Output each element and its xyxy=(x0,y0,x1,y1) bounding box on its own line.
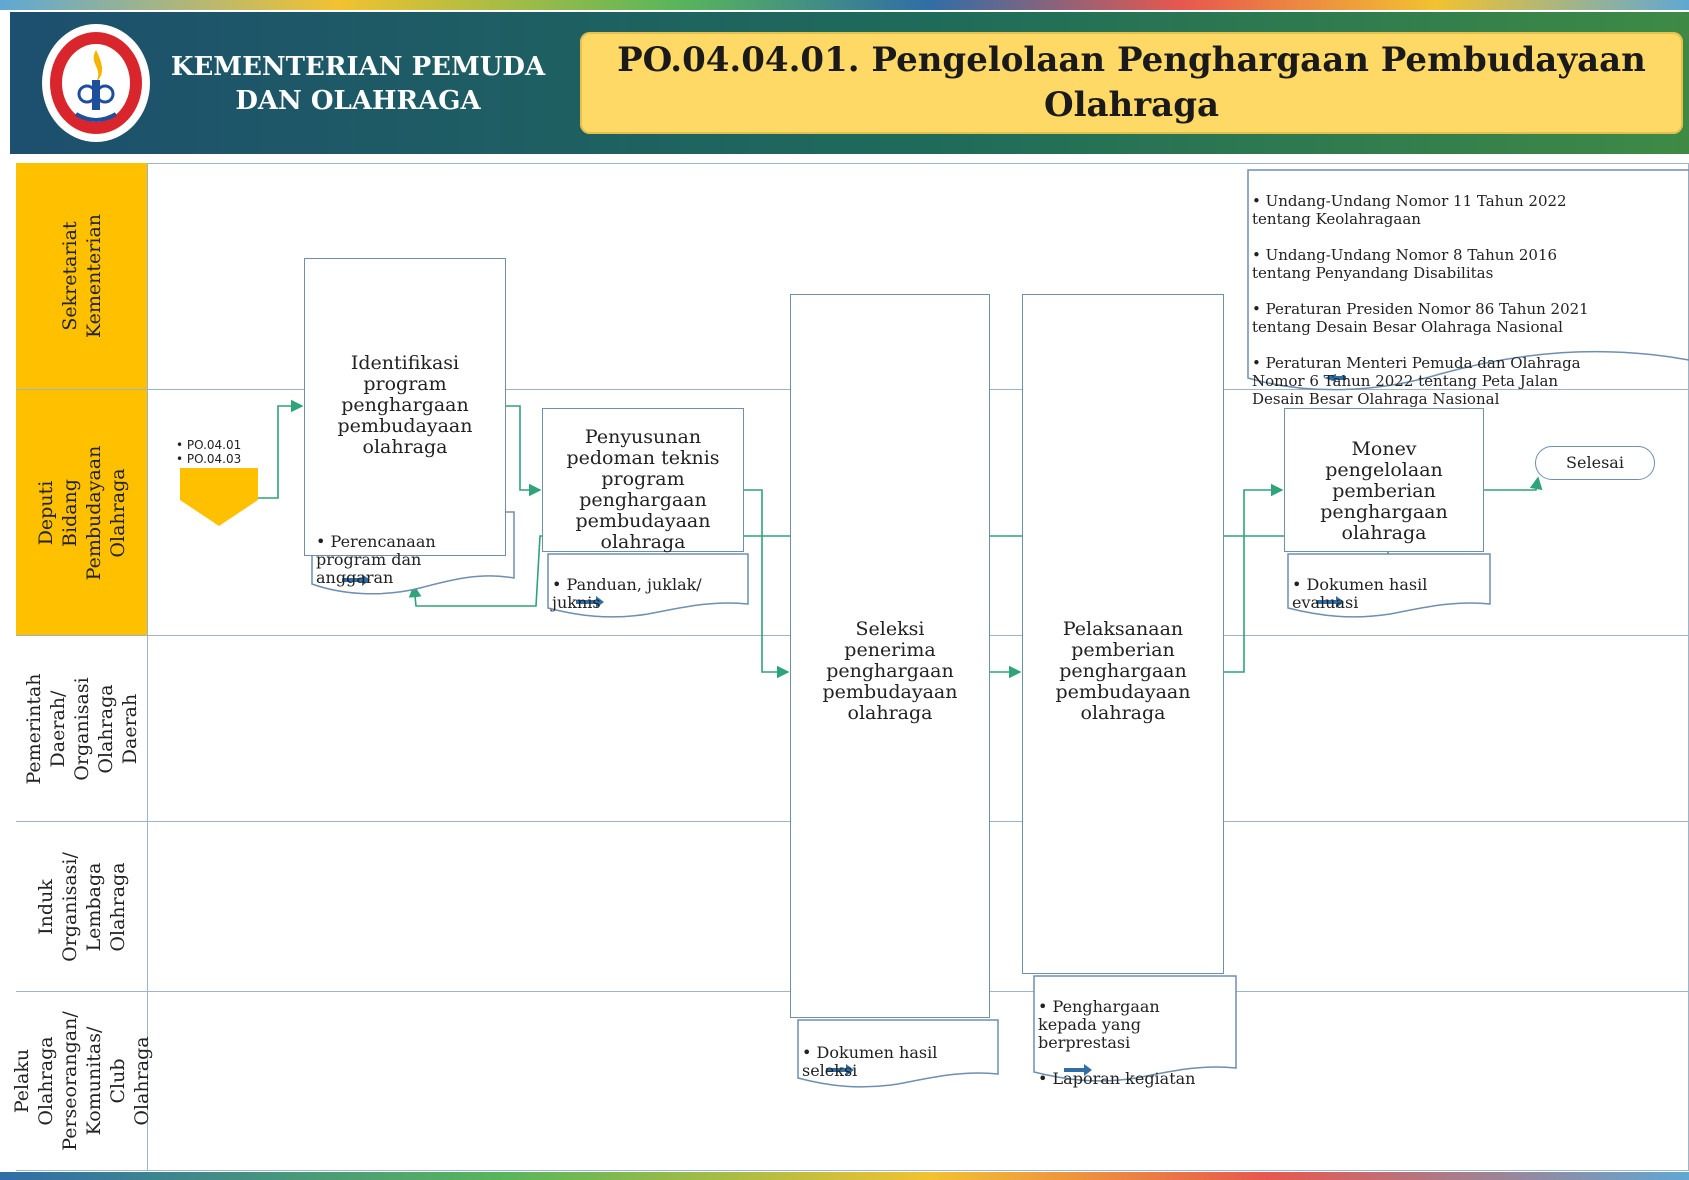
doc-panduan: Panduan, juklak/ juknis xyxy=(552,558,746,630)
lane-label-induk-organisasi: Induk Organisasi/ Lembaga Olahraga xyxy=(16,822,148,992)
lane-label-sekretariat: Sekretariat Kementerian xyxy=(16,163,148,390)
start-ref-item: PO.04.03 xyxy=(176,452,266,466)
process-label: Monev pengelolaan pemberian penghargaan … xyxy=(1320,438,1448,544)
doc-regulasi-item: Peraturan Presiden Nomor 86 Tahun 2021 t… xyxy=(1252,300,1686,336)
doc-regulasi-item: Undang-Undang Nomor 8 Tahun 2016 tentang… xyxy=(1252,246,1686,282)
organization-name: KEMENTERIAN PEMUDA DAN OLAHRAGA xyxy=(170,52,546,116)
doc-item: Laporan kegiatan xyxy=(1038,1070,1234,1088)
kemenpora-logo-icon xyxy=(40,22,152,144)
start-offpage-connector xyxy=(180,468,258,526)
connector-pelaksanaan-to-monev xyxy=(1224,483,1284,673)
connector-penyusunan-to-seleksi xyxy=(744,489,790,679)
top-color-stripe xyxy=(0,0,1689,10)
doc-dokumen-evaluasi: Dokumen hasil evaluasi xyxy=(1292,558,1488,630)
doc-item: Panduan, juklak/ juknis xyxy=(552,576,746,612)
doc-penghargaan: Penghargaan kepada yang berprestasi Lapo… xyxy=(1038,980,1234,1106)
title-box xyxy=(580,32,1683,134)
lane-row-5 xyxy=(16,992,1689,1171)
doc-regulasi-item: Undang-Undang Nomor 11 Tahun 2022 tentan… xyxy=(1252,192,1686,228)
process-seleksi: Seleksi penerima penghargaan pembudayaan… xyxy=(790,294,990,1018)
bottom-color-stripe xyxy=(0,1172,1689,1180)
lane-label-deputi: Deputi Bidang Pembudayaan Olahraga xyxy=(16,390,148,636)
end-terminal: Selesai xyxy=(1535,446,1655,480)
doc-regulasi: Undang-Undang Nomor 11 Tahun 2022 tentan… xyxy=(1252,174,1686,426)
lane-label-pelaku-olahraga: Pelaku Olahraga Perseorangan/ Komunitas/… xyxy=(11,992,153,1171)
doc-item: Penghargaan kepada yang berprestasi xyxy=(1038,998,1234,1052)
connector-monev-to-selesai xyxy=(1484,476,1543,491)
start-ref-item: PO.04.01 xyxy=(176,438,266,452)
process-identifikasi: Identifikasi program penghargaan pembuda… xyxy=(304,258,506,556)
process-label: Pelaksanaan pemberian penghargaan pembud… xyxy=(1055,618,1191,724)
lane-label-pemda: Pemerintah Daerah/ Organisasi Olahraga D… xyxy=(16,636,148,822)
doc-regulasi-item: Peraturan Menteri Pemuda dan Olahraga No… xyxy=(1252,354,1686,408)
process-pelaksanaan: Pelaksanaan pemberian penghargaan pembud… xyxy=(1022,294,1224,974)
start-references: PO.04.01 PO.04.03 xyxy=(176,438,266,466)
process-label: Identifikasi program penghargaan pembuda… xyxy=(337,352,473,458)
process-monev: Monev pengelolaan pemberian penghargaan … xyxy=(1284,408,1484,552)
doc-perencanaan: Perencanaan program dan anggaran xyxy=(316,515,512,605)
doc-item: Perencanaan program dan anggaran xyxy=(316,533,512,587)
process-label: Seleksi penerima penghargaan pembudayaan… xyxy=(822,618,958,724)
connector-identifikasi-to-penyusunan xyxy=(506,405,542,497)
process-penyusunan: Penyusunan pedoman teknis program pengha… xyxy=(542,408,744,553)
process-label: Penyusunan pedoman teknis program pengha… xyxy=(566,426,720,553)
page-title: PO.04.04.01. Pengelolaan Penghargaan Pem… xyxy=(617,40,1646,125)
connector-start-to-identifikasi xyxy=(258,399,304,499)
doc-item: Dokumen hasil seleksi xyxy=(802,1044,996,1080)
doc-item: Dokumen hasil evaluasi xyxy=(1292,576,1488,612)
doc-dokumen-seleksi: Dokumen hasil seleksi xyxy=(802,1026,996,1098)
